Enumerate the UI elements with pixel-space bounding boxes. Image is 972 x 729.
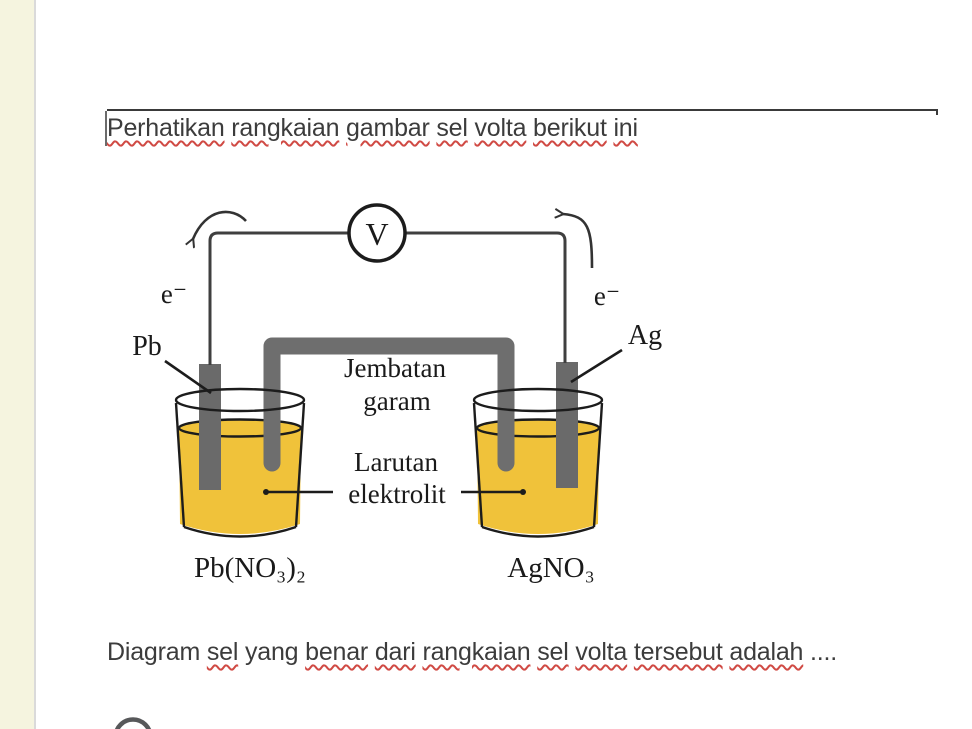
question-text: Diagram sel yang benar dari rangkaian se… — [107, 636, 837, 669]
word: sel — [206, 638, 239, 666]
pb-label: Pb — [132, 331, 162, 362]
word: volta — [575, 638, 628, 666]
word: dari — [374, 638, 416, 666]
wire-left — [208, 231, 349, 365]
word: rangkaian — [422, 638, 531, 666]
word: .... — [810, 638, 837, 666]
beaker-right — [472, 387, 604, 538]
electrolyte-pointer-left — [263, 489, 333, 495]
word: Perhatikan — [107, 114, 225, 142]
right-solution-label: AgNO₃ — [507, 552, 594, 584]
word: gambar — [346, 114, 430, 142]
left-solution-label: Pb(NO₃)₂ — [194, 552, 306, 584]
electrolyte-label-line2: elektrolit — [348, 479, 446, 509]
horizontal-rule-tick — [936, 109, 938, 115]
ag-pointer-line — [570, 348, 623, 384]
salt-bridge — [263, 337, 515, 472]
electrolyte-label-line1: Larutan — [354, 447, 438, 477]
instruction-text: Perhatikan rangkaian gambar sel volta be… — [107, 112, 638, 145]
word: ini — [613, 114, 638, 142]
page-margin-strip — [0, 0, 36, 729]
ag-electrode — [556, 362, 578, 488]
word: berikut — [533, 114, 607, 142]
word: sel — [537, 638, 569, 666]
pb-electrode — [199, 364, 221, 490]
horizontal-rule — [107, 109, 938, 111]
voltmeter-label: V — [365, 216, 388, 252]
pb-pointer-line — [164, 359, 212, 395]
electron-label-right: e⁻ — [594, 281, 620, 311]
wire-right — [405, 231, 567, 363]
word: tersebut — [633, 638, 723, 666]
answer-option-circle[interactable] — [114, 717, 152, 729]
beaker-left — [174, 387, 306, 538]
electron-arrow-right-icon — [563, 214, 594, 269]
word: rangkaian — [231, 114, 340, 142]
word: adalah — [729, 638, 804, 666]
ag-label: Ag — [628, 320, 662, 351]
word: Diagram — [107, 638, 201, 666]
beaker-left-solution — [177, 418, 303, 534]
voltmeter: V — [347, 203, 407, 263]
word: volta — [474, 114, 527, 142]
beaker-right-solution — [475, 418, 601, 534]
salt-bridge-label-line1: Jembatan — [344, 353, 446, 383]
electrolyte-pointer-right — [461, 489, 526, 495]
salt-bridge-label-line2: garam — [363, 386, 430, 416]
electron-label-left: e⁻ — [161, 279, 187, 309]
word: benar — [305, 638, 369, 666]
word: sel — [436, 114, 468, 142]
text-cursor — [105, 111, 107, 146]
word: yang — [244, 638, 299, 666]
electron-arrow-left-icon — [193, 210, 247, 239]
